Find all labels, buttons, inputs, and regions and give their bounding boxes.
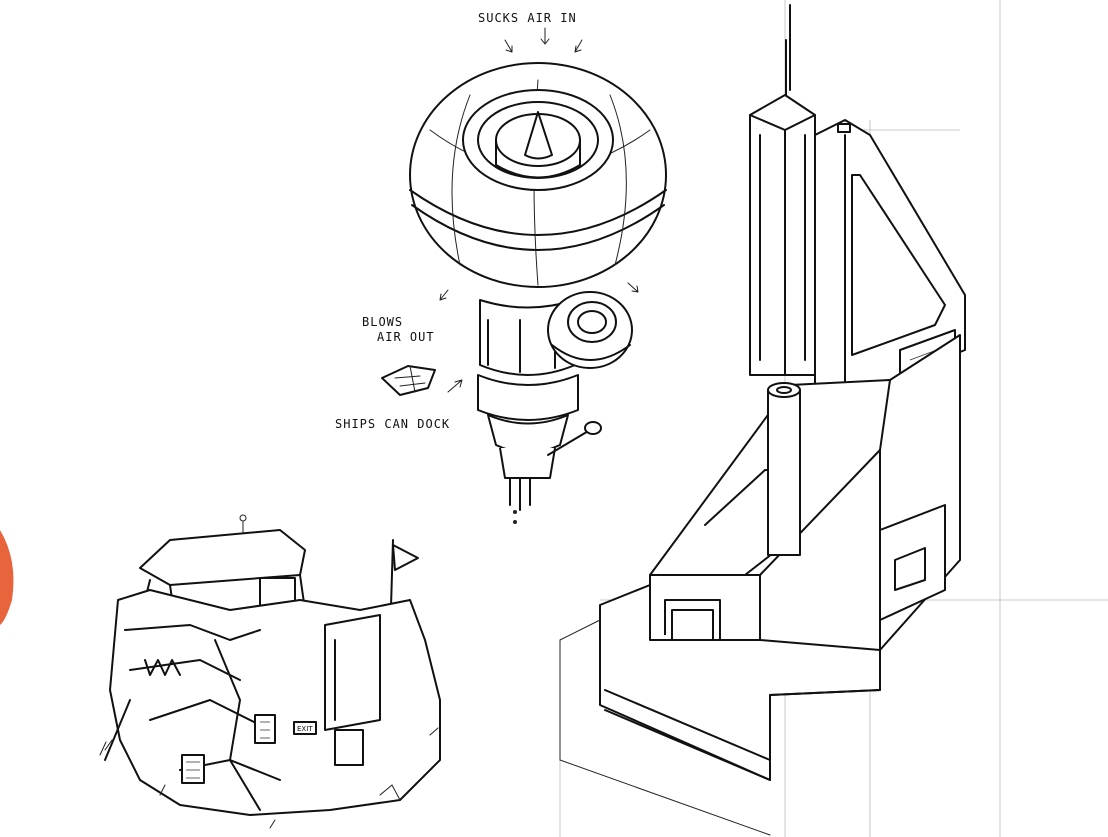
- car-roof: [139, 529, 306, 586]
- intake-cone: [524, 111, 553, 160]
- scrap-pile: [109, 589, 441, 816]
- tower-structure: [559, 0, 1108, 837]
- exit-sign: EXIT: [297, 725, 313, 733]
- junk-shack: EXIT: [99, 514, 441, 829]
- label-air-out: AIR OUT: [377, 330, 435, 344]
- label-blows: BLOWS: [362, 315, 403, 329]
- side-pod: [547, 291, 633, 369]
- intake-arrows: [504, 27, 583, 53]
- label-sucks-air: SUCKS AIR IN: [478, 11, 577, 25]
- label-ships-dock: SHIPS CAN DOCK: [335, 417, 450, 431]
- floating-station: [381, 27, 667, 524]
- edge-accent: [0, 530, 14, 625]
- docking-ship: [381, 365, 436, 396]
